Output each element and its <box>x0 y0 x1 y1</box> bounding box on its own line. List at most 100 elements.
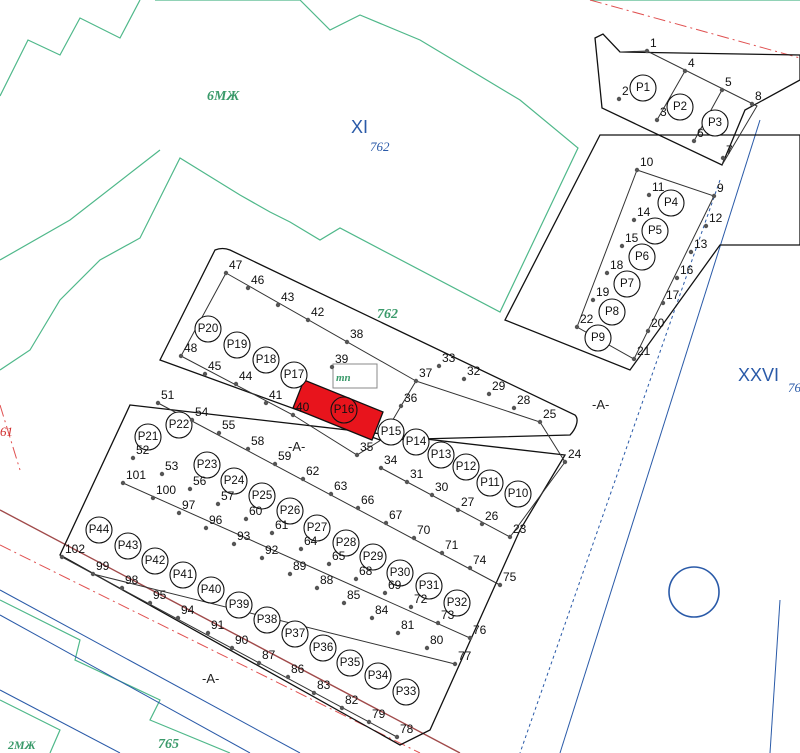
parcel-marker-circle <box>584 324 612 352</box>
parcel-p42[interactable]: P42 <box>141 547 169 575</box>
boundary-point-number: 67 <box>389 508 403 522</box>
boundary-point-number: 84 <box>375 603 389 617</box>
parcel-p32[interactable]: P32 <box>443 589 471 617</box>
parcel-p10[interactable]: P10 <box>504 480 532 508</box>
boundary-point-dot <box>202 371 208 377</box>
parcel-p2[interactable]: P2 <box>666 93 694 121</box>
boundary-point-number: 23 <box>513 522 527 536</box>
boundary-point-dot <box>90 571 96 577</box>
parcel-label: P10 <box>508 488 528 500</box>
parcel-p4[interactable]: P4 <box>657 189 685 217</box>
parcel-p29[interactable]: P29 <box>359 543 387 571</box>
parcel-p9[interactable]: P9 <box>584 324 612 352</box>
parcel-p6[interactable]: P6 <box>628 243 656 271</box>
parcel-p35[interactable]: P35 <box>336 649 364 677</box>
parcel-marker-circle <box>641 217 669 245</box>
boundary-point-number: 6 <box>697 126 704 140</box>
parcel-p19[interactable]: P19 <box>223 331 251 359</box>
boundary-point-number: 73 <box>441 608 455 622</box>
parcel-marker-circle <box>134 423 162 451</box>
boundary-point-number: 28 <box>517 393 531 407</box>
boundary-point-number: 68 <box>359 564 373 578</box>
boundary-point-dot <box>366 719 372 725</box>
parcel-p20[interactable]: P20 <box>194 315 222 343</box>
parcel-p21[interactable]: P21 <box>134 423 162 451</box>
property-outlines <box>59 33 800 746</box>
parcel-marker-circle <box>169 561 197 589</box>
parcel-p15[interactable]: P15 <box>377 418 405 446</box>
parcel-marker-circle <box>165 411 193 439</box>
boundary-point-dot <box>660 300 666 306</box>
parcel-p17[interactable]: P17 <box>280 361 308 389</box>
parcel-label: P18 <box>256 354 276 366</box>
boundary-point-number: 61 <box>275 518 289 532</box>
parcel-label: P17 <box>284 369 304 381</box>
boundary-point-dot <box>120 480 126 486</box>
parcel-p22[interactable]: P22 <box>165 411 193 439</box>
parcel-p16[interactable]: P16 <box>330 396 358 424</box>
parcel-p39[interactable]: P39 <box>225 591 253 619</box>
lot-divider-p1p2 <box>656 70 686 121</box>
boundary-point-dot <box>645 328 651 334</box>
parcel-p24[interactable]: P24 <box>220 467 248 495</box>
parcel-p13[interactable]: P13 <box>427 441 455 469</box>
parcel-p3[interactable]: P3 <box>701 109 729 137</box>
parcel-p1[interactable]: P1 <box>629 74 657 102</box>
parcel-p25[interactable]: P25 <box>248 482 276 510</box>
parcel-p14[interactable]: P14 <box>402 428 430 456</box>
boundary-point-number: 15 <box>625 231 639 245</box>
blue-line-right <box>559 119 761 753</box>
parcel-p12[interactable]: P12 <box>452 453 480 481</box>
parcel-p36[interactable]: P36 <box>309 634 337 662</box>
parcel-marker-circle <box>281 620 309 648</box>
parcel-p44[interactable]: P44 <box>85 516 113 544</box>
boundary-point-dot <box>604 270 610 276</box>
area-label-right: -A- <box>592 397 609 412</box>
parcel-p27[interactable]: P27 <box>303 514 331 542</box>
boundary-point-number: 46 <box>251 273 265 287</box>
boundary-point-number: 77 <box>458 649 472 663</box>
parcel-p5[interactable]: P5 <box>641 217 669 245</box>
blue-lines <box>0 119 781 753</box>
boundary-point-dot <box>223 270 229 276</box>
parcel-p41[interactable]: P41 <box>169 561 197 589</box>
parcel-p37[interactable]: P37 <box>281 620 309 648</box>
boundary-point-number: 52 <box>136 443 150 457</box>
boundary-point-number: 75 <box>503 570 517 584</box>
parcel-p38[interactable]: P38 <box>253 606 281 634</box>
parcel-p11[interactable]: P11 <box>476 469 504 497</box>
parcel-p26[interactable]: P26 <box>276 497 304 525</box>
parcel-p18[interactable]: P18 <box>252 346 280 374</box>
boundary-point-dot <box>631 217 637 223</box>
boundary-point-number: 7 <box>726 143 733 157</box>
boundary-point-number: 63 <box>334 479 348 493</box>
boundary-point-number: 31 <box>410 467 424 481</box>
parcel-p30[interactable]: P30 <box>386 559 414 587</box>
boundary-point-number: 48 <box>184 341 198 355</box>
parcel-p8[interactable]: P8 <box>598 298 626 326</box>
parcel-p23[interactable]: P23 <box>193 451 221 479</box>
parcel-p43[interactable]: P43 <box>114 532 142 560</box>
boundary-point-number: 39 <box>335 352 349 366</box>
boundary-point-number: 79 <box>372 707 386 721</box>
parcel-label: P37 <box>285 628 305 640</box>
parcel-marker-circle <box>377 418 405 446</box>
boundary-point-number: 5 <box>725 75 732 89</box>
parcel-p7[interactable]: P7 <box>613 270 641 298</box>
parcel-p34[interactable]: P34 <box>364 662 392 690</box>
zone-label-2mzh: 2МЖ <box>7 738 37 752</box>
boundary-point-dot <box>311 690 317 696</box>
parcel-p40[interactable]: P40 <box>197 576 225 604</box>
parcel-p33[interactable]: P33 <box>392 678 420 706</box>
boundary-point-number: 9 <box>717 181 724 195</box>
boundary-point-dot <box>298 546 304 552</box>
parcel-p31[interactable]: P31 <box>415 572 443 600</box>
parcel-p16-highlight[interactable] <box>292 379 384 441</box>
boundary-point-number: 58 <box>251 434 265 448</box>
left-red-code: 61 <box>0 424 13 439</box>
parcel-marker-circle <box>504 480 532 508</box>
parcel-p28[interactable]: P28 <box>332 529 360 557</box>
boundary-point-dot <box>328 491 334 497</box>
